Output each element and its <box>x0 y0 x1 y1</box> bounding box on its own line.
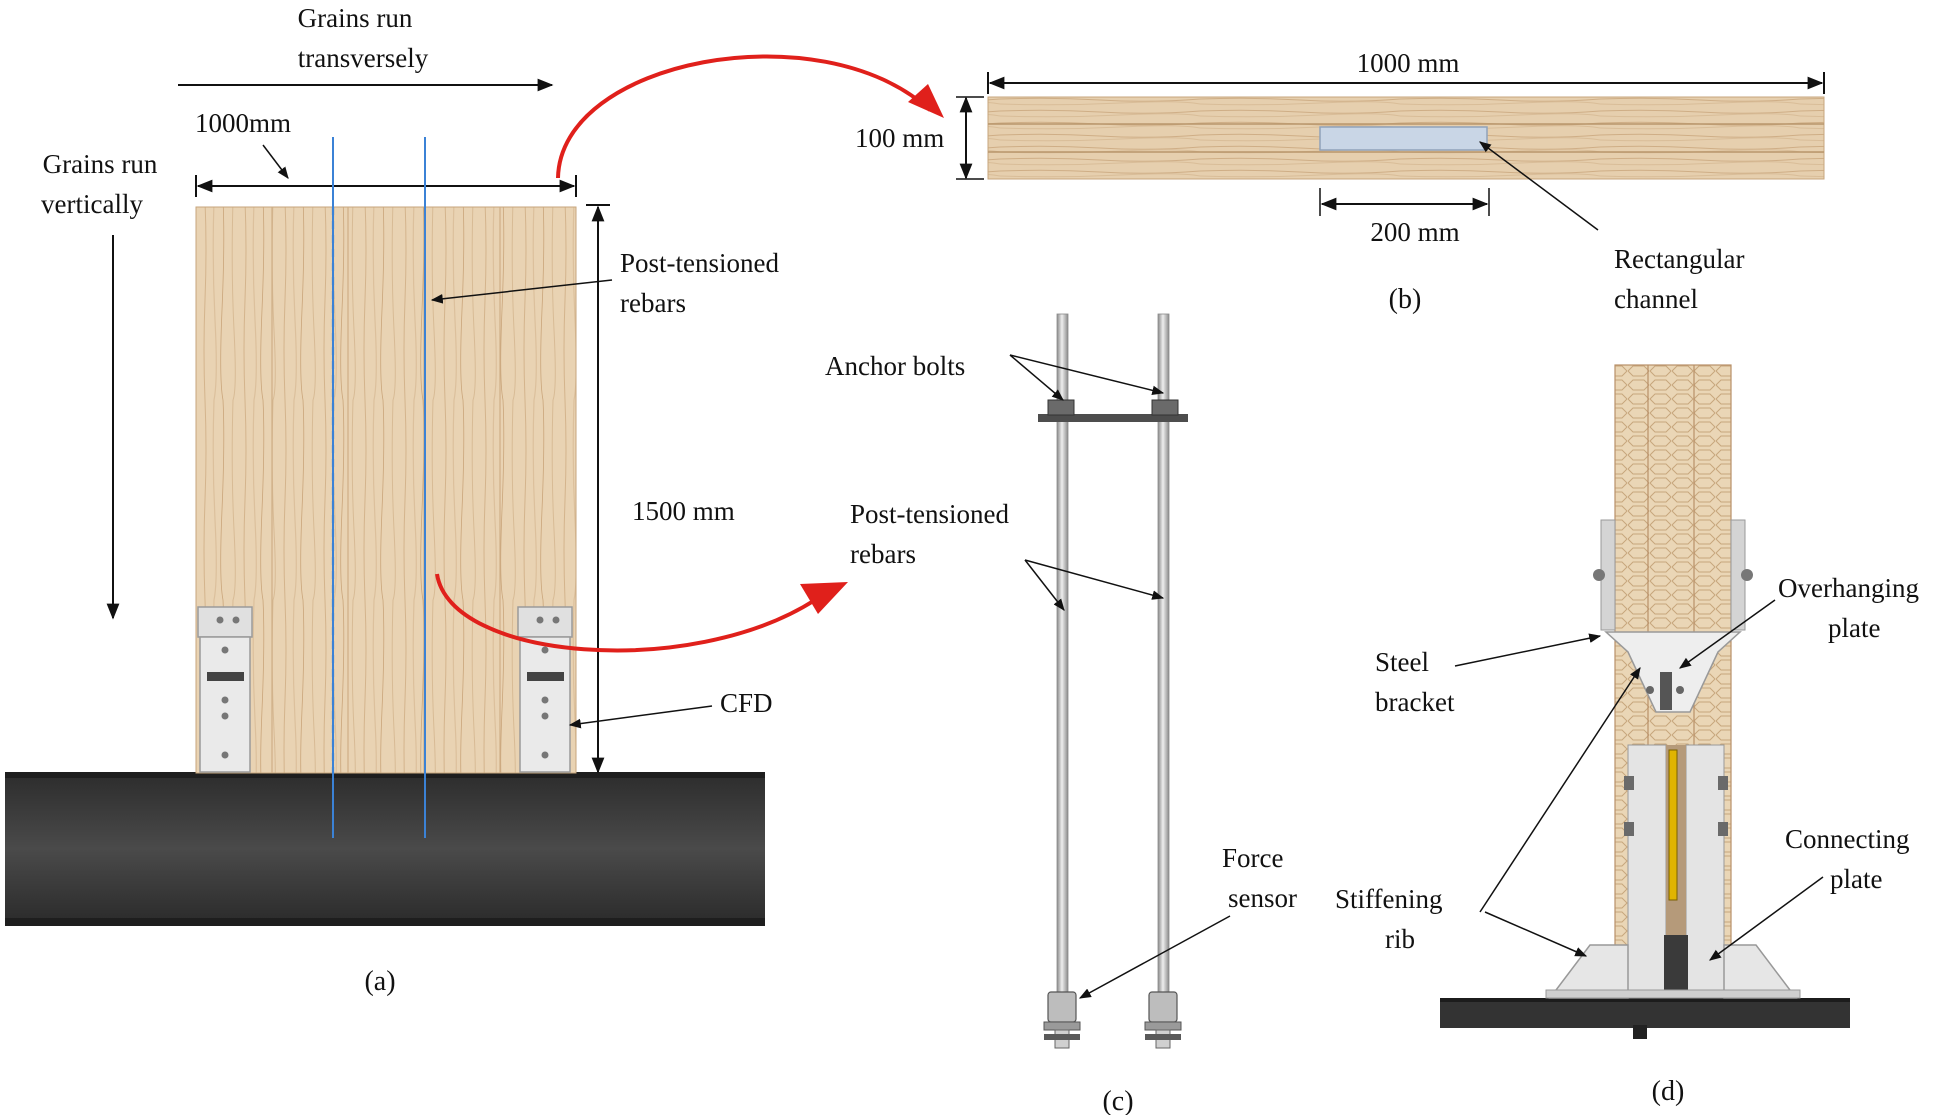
rectangular-channel <box>1319 126 1488 151</box>
connecting-label-line2: plate <box>1830 864 1882 894</box>
d-base-beam <box>1440 998 1850 1028</box>
connecting-label-line1: Connecting <box>1785 824 1909 854</box>
panel-c-rebar-label-line2: rebars <box>850 539 916 569</box>
anchor-bolts-label: Anchor bolts <box>825 351 965 381</box>
rib-leader-upper <box>1479 666 1641 913</box>
grains-transverse-label-line1: Grains run <box>298 3 413 33</box>
cfd-right <box>517 606 573 773</box>
cfd-leader <box>568 705 713 729</box>
panel-a-width-label: 1000mm <box>195 108 291 138</box>
bracket-leader <box>1454 633 1602 667</box>
rebar-leader <box>430 279 613 304</box>
force-sensor-right <box>1144 991 1182 1049</box>
rib-leader-lower <box>1484 911 1588 957</box>
panel-a: Grains run transversely Grains run verti… <box>5 3 944 997</box>
grains-vertical-label-line1: Grains run <box>43 149 158 179</box>
c-rebar-leader-right <box>1024 559 1165 600</box>
panel-a-rebar-label-line1: Post-tensioned <box>620 248 779 278</box>
connecting-plate-left <box>1627 744 1667 996</box>
channel-label-line1: Rectangular <box>1614 244 1744 274</box>
rib-label-line2: rib <box>1385 924 1415 954</box>
width-leader <box>262 144 289 179</box>
channel-leader <box>1479 141 1599 231</box>
caption-c: (c) <box>1102 1086 1133 1115</box>
force-sensor-label-line1: Force <box>1222 843 1283 873</box>
b-length-label: 1000 mm <box>1357 48 1460 78</box>
caption-d: (d) <box>1652 1076 1685 1107</box>
force-sensor-label-line2: sensor <box>1228 883 1297 913</box>
rib-label-line1: Stiffening <box>1335 884 1443 914</box>
anchor-bolt-left <box>1047 399 1075 416</box>
sensor-plate <box>1668 749 1678 901</box>
caption-a: (a) <box>364 966 395 997</box>
overhanging-plate <box>1660 672 1672 710</box>
overhanging-label-line1: Overhanging <box>1778 573 1919 603</box>
panel-a-height-label: 1500 mm <box>632 496 735 526</box>
clt-wall <box>195 206 577 774</box>
overhanging-label-line2: plate <box>1828 613 1880 643</box>
caption-b: (b) <box>1389 284 1422 315</box>
steel-bracket <box>1604 631 1742 713</box>
anchor-bolt-right <box>1151 399 1179 416</box>
anchor-plate <box>1038 414 1188 422</box>
force-sensor-left <box>1043 991 1081 1049</box>
panel-c-rebar-label-line1: Post-tensioned <box>850 499 1009 529</box>
b-thickness-label: 100 mm <box>855 123 944 153</box>
force-sensor-leader <box>1078 915 1231 999</box>
grains-transverse-label-line2: transversely <box>298 43 429 73</box>
bracket-label-line1: Steel <box>1375 647 1429 677</box>
panel-c: Anchor bolts Post-tensioned rebars Force… <box>825 313 1297 1115</box>
panel-d: Overhanging plate Steel bracket Stiffeni… <box>1335 364 1919 1107</box>
steel-base-beam <box>5 772 765 926</box>
overhanging-leader <box>1679 599 1776 669</box>
channel-label-line2: channel <box>1614 284 1698 314</box>
cfd-left <box>197 606 253 773</box>
grains-vertical-label-line2: vertically <box>41 189 143 219</box>
anchor-leader-left <box>1009 354 1064 401</box>
connecting-leader <box>1709 876 1824 961</box>
panel-b: 1000 mm 100 mm 200 mm Rectangular channe… <box>855 48 1825 315</box>
red-arrow-to-c <box>435 573 817 653</box>
bracket-label-line2: bracket <box>1375 687 1455 717</box>
cfd-label: CFD <box>720 688 773 718</box>
panel-a-rebar-label-line2: rebars <box>620 288 686 318</box>
red-arrow-to-b <box>556 54 932 179</box>
c-rebar-leader-left <box>1024 559 1065 611</box>
b-channel-width-label: 200 mm <box>1370 217 1459 247</box>
anchor-leader-right <box>1009 354 1165 396</box>
